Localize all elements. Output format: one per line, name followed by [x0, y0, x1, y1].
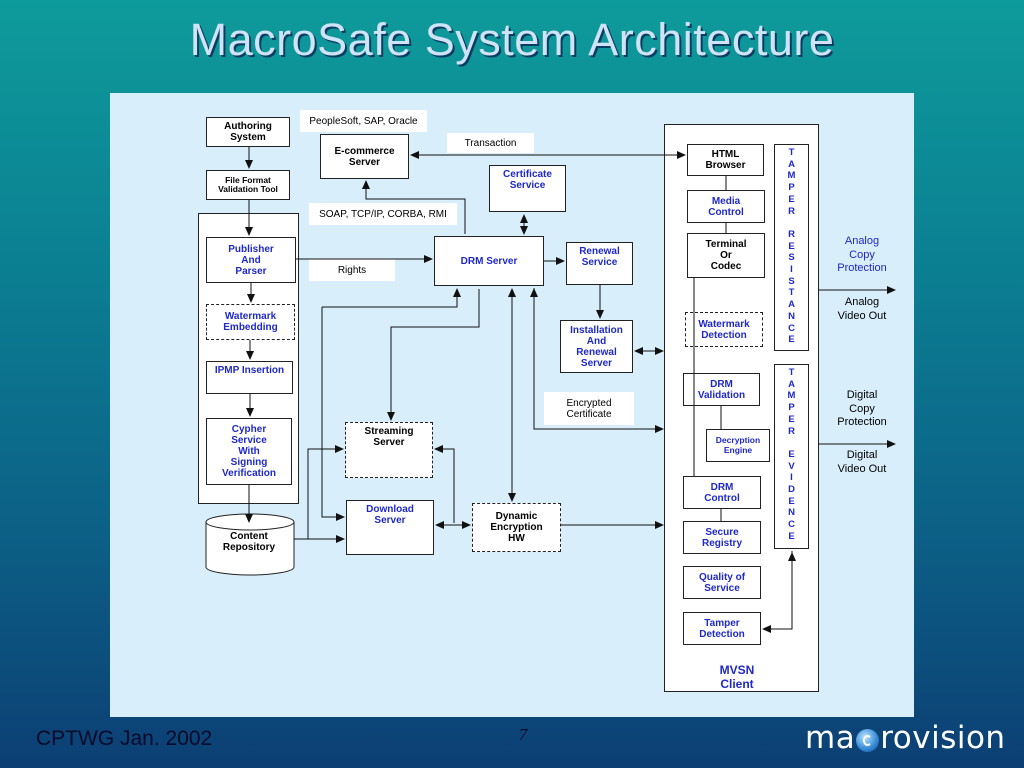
tamper-evidence-letter: M: [787, 390, 796, 402]
ipmp-insertion-box: IPMP Insertion: [206, 361, 293, 394]
tamper-evidence-letter: E: [788, 413, 795, 425]
certificate-service-box: Certificate Service: [489, 165, 566, 212]
html-browser-box: HTML Browser: [687, 144, 764, 176]
tamper-evidence-letter: N: [788, 507, 795, 519]
analog-copy-protection-label: Analog Copy Protection: [837, 235, 887, 274]
tamper-evidence-letter: R: [788, 425, 795, 437]
soap-label: SOAP, TCP/IP, CORBA, RMI: [309, 203, 457, 225]
tamper-resistance-letter: T: [788, 287, 795, 299]
digital-video-out-label: Digital Video Out: [837, 449, 887, 475]
watermark-embedding-box: Watermark Embedding: [206, 304, 295, 340]
footer-conference-label: CPTWG Jan. 2002: [36, 727, 213, 750]
drm-validation-box: DRM Validation: [683, 373, 760, 406]
mvsn-client-label: MVSN Client: [719, 663, 755, 691]
tamper-resistance-letter: R: [788, 228, 795, 240]
tamper-resistance-letter: P: [788, 182, 795, 194]
tamper-evidence-letter: A: [788, 378, 795, 390]
tamper-evidence-letter: C: [788, 519, 795, 531]
tamper-evidence-letter: V: [788, 460, 795, 472]
tamper-resistance-letter: I: [790, 264, 793, 276]
drm-control-box: DRM Control: [683, 476, 761, 509]
tamper-evidence-letter: E: [788, 448, 795, 460]
cypher-service-box: Cypher Service With Signing Verification: [206, 418, 292, 485]
tamper-evidence-letter: P: [788, 402, 795, 414]
secure-registry-box: Secure Registry: [683, 521, 761, 554]
transaction-label: Transaction: [447, 133, 534, 153]
dynamic-encryption-hw-box: Dynamic Encryption HW: [472, 503, 561, 552]
tamper-resistance-letter: E: [788, 240, 795, 252]
architecture-diagram: Authoring System File Format Validation …: [110, 93, 914, 717]
macrovision-logo: ma rovision: [805, 720, 1006, 756]
logo-c-icon: [856, 728, 880, 752]
encrypted-certificate-label: Encrypted Certificate: [544, 392, 634, 425]
tamper-detection-box: Tamper Detection: [683, 612, 761, 645]
tamper-resistance-letter: S: [788, 252, 795, 264]
rights-label: Rights: [309, 259, 395, 281]
tamper-resistance-letter: E: [788, 334, 795, 346]
digital-copy-protection-label: Digital Copy Protection: [837, 389, 887, 428]
streaming-server-box: Streaming Server: [345, 422, 433, 478]
renewal-service-box: Renewal Service: [566, 242, 633, 285]
tamper-evidence-letter: E: [788, 495, 795, 507]
tamper-resistance-letter: S: [788, 275, 795, 287]
tamper-resistance-letter: E: [788, 193, 795, 205]
terminal-codec-box: Terminal Or Codec: [687, 233, 765, 278]
tamper-evidence-letter: E: [788, 530, 795, 542]
logo-text-start: ma: [805, 720, 856, 756]
decryption-engine-box: Decryption Engine: [706, 429, 770, 462]
tamper-evidence-letter: D: [788, 484, 795, 496]
tamper-evidence-letter: T: [788, 367, 795, 378]
drm-server-box: DRM Server: [434, 236, 544, 286]
analog-video-out-label: Analog Video Out: [837, 296, 887, 322]
publisher-parser-box: Publisher And Parser: [206, 237, 296, 283]
tamper-resistance-letter: A: [788, 158, 795, 170]
authoring-system-box: Authoring System: [206, 117, 290, 147]
installation-renewal-server-box: Installation And Renewal Server: [560, 320, 633, 373]
tamper-resistance-letter: N: [788, 310, 795, 322]
tamper-resistance-letter: R: [788, 205, 795, 217]
page-number: 7: [518, 725, 528, 744]
slide-title: MacroSafe System Architecture: [189, 14, 835, 65]
logo-text-end: rovision: [880, 720, 1006, 756]
quality-of-service-box: Quality of Service: [683, 566, 761, 599]
content-repository-label: Content Repository: [222, 531, 276, 553]
watermark-detection-box: Watermark Detection: [685, 312, 763, 347]
download-server-box: Download Server: [346, 500, 434, 555]
tamper-resistance-letter: M: [787, 170, 796, 182]
tamper-resistance-letter: T: [788, 147, 795, 158]
peoplesoft-label: PeopleSoft, SAP, Oracle: [300, 110, 427, 132]
tamper-evidence-letter: I: [790, 472, 793, 484]
media-control-box: Media Control: [687, 190, 765, 223]
ecommerce-server-box: E-commerce Server: [320, 134, 409, 179]
file-format-validation-box: File Format Validation Tool: [206, 170, 290, 200]
tamper-resistance-letter: A: [788, 299, 795, 311]
tamper-resistance-letter: C: [788, 322, 795, 334]
connector-lines: [245, 147, 896, 633]
